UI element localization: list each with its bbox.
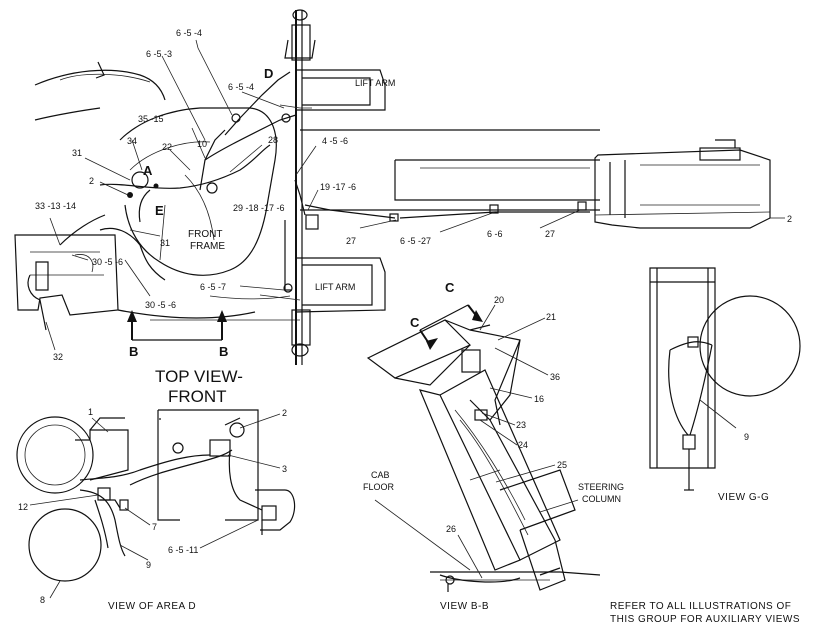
view-area-d-labels: 1 2 3 12 7 9 6 -5 -11 8 VIEW OF AREA D: [18, 407, 287, 612]
footer-note-line1: REFER TO ALL ILLUSTRATIONS OF: [610, 601, 791, 612]
callout-33-13-14: 33 -13 -14: [35, 201, 76, 211]
callout-9-g: 9: [744, 432, 749, 442]
lift-arm-label-top: LIFT ARM: [355, 78, 395, 88]
detail-marker-d: D: [264, 66, 273, 81]
callout-19-17-6: 19 -17 -6: [320, 182, 356, 192]
callout-6-6: 6 -6: [487, 229, 503, 239]
callout-25: 25: [557, 460, 567, 470]
callout-28: 28: [268, 135, 278, 145]
callout-10: 10: [197, 139, 207, 149]
callout-3: 3: [282, 464, 287, 474]
view-b-b-labels: 20 21 36 16 23 24 25 26 CAB FLOOR STEERI…: [363, 280, 624, 612]
steering-column-label-line2: COLUMN: [582, 494, 621, 504]
callout-24: 24: [518, 440, 528, 450]
callout-20: 20: [494, 295, 504, 305]
cab-floor-label-line1: CAB: [371, 470, 390, 480]
callout-22: 22: [162, 142, 172, 152]
callout-8: 8: [40, 595, 45, 605]
top-view-title-line1: TOP VIEW-: [155, 367, 243, 386]
detail-marker-e: E: [155, 203, 164, 218]
front-frame-label-line1: FRONT: [188, 229, 222, 240]
view-area-d-title: VIEW OF AREA D: [108, 601, 196, 612]
callout-26: 26: [446, 524, 456, 534]
callout-34: 34: [127, 136, 137, 146]
top-view-front: [14, 9, 785, 365]
callout-27-b: 27: [545, 229, 555, 239]
callout-6-5-7: 6 -5 -7: [200, 282, 226, 292]
callout-6-5-4-top: 6 -5 -4: [176, 28, 202, 38]
callout-27-a: 27: [346, 236, 356, 246]
callout-23: 23: [516, 420, 526, 430]
section-marker-b-left: B: [129, 344, 138, 359]
callout-2-right: 2: [787, 214, 792, 224]
callout-29-18-17-6: 29 -18 -17 -6: [233, 203, 285, 213]
footer-note-line2: THIS GROUP FOR AUXILIARY VIEWS: [610, 614, 800, 625]
detail-marker-a: A: [143, 163, 153, 178]
callout-9: 9: [146, 560, 151, 570]
callout-35-15: 35 -15: [138, 114, 164, 124]
callout-6-5-11: 6 -5 -11: [168, 545, 198, 555]
view-b-b-title: VIEW B-B: [440, 601, 489, 612]
callout-1: 1: [88, 407, 93, 417]
callout-30-5-6-a: 30 -5 -6: [92, 257, 123, 267]
view-g-g-title: VIEW G-G: [718, 492, 769, 503]
callout-36: 36: [550, 372, 560, 382]
callout-16: 16: [534, 394, 544, 404]
view-g-g-labels: 9 VIEW G-G: [718, 432, 769, 503]
callout-31-top: 31: [72, 148, 82, 158]
view-b-b: [366, 304, 601, 592]
section-marker-c-left: C: [410, 315, 420, 330]
view-g-g: [649, 267, 801, 491]
top-view-title-line2: FRONT: [168, 387, 227, 406]
lift-arm-label-bottom: LIFT ARM: [315, 282, 355, 292]
callout-6-5-4-mid: 6 -5 -4: [228, 82, 254, 92]
cab-floor-label-line2: FLOOR: [363, 482, 395, 492]
view-of-area-d: [16, 409, 296, 599]
callout-21: 21: [546, 312, 556, 322]
callout-2-left: 2: [89, 176, 94, 186]
section-marker-b-right: B: [219, 344, 228, 359]
steering-column-label-line1: STEERING: [578, 482, 624, 492]
callout-6-5-27: 6 -5 -27: [400, 236, 431, 246]
callout-6-5-3: 6 -5 -3: [146, 49, 172, 59]
callout-30-5-6-b: 30 -5 -6: [145, 300, 176, 310]
callout-12: 12: [18, 502, 28, 512]
front-frame-label-line2: FRAME: [190, 241, 225, 252]
callout-4-5-6: 4 -5 -6: [322, 136, 348, 146]
callout-7: 7: [152, 522, 157, 532]
callout-2: 2: [282, 408, 287, 418]
callout-32: 32: [53, 352, 63, 362]
callout-31-mid: 31: [160, 238, 170, 248]
top-view-labels: 6 -5 -4 6 -5 -3 6 -5 -4 35 -15 34 22 10 …: [35, 28, 792, 406]
section-marker-c-top: C: [445, 280, 455, 295]
footer-note: REFER TO ALL ILLUSTRATIONS OF THIS GROUP…: [610, 601, 800, 625]
